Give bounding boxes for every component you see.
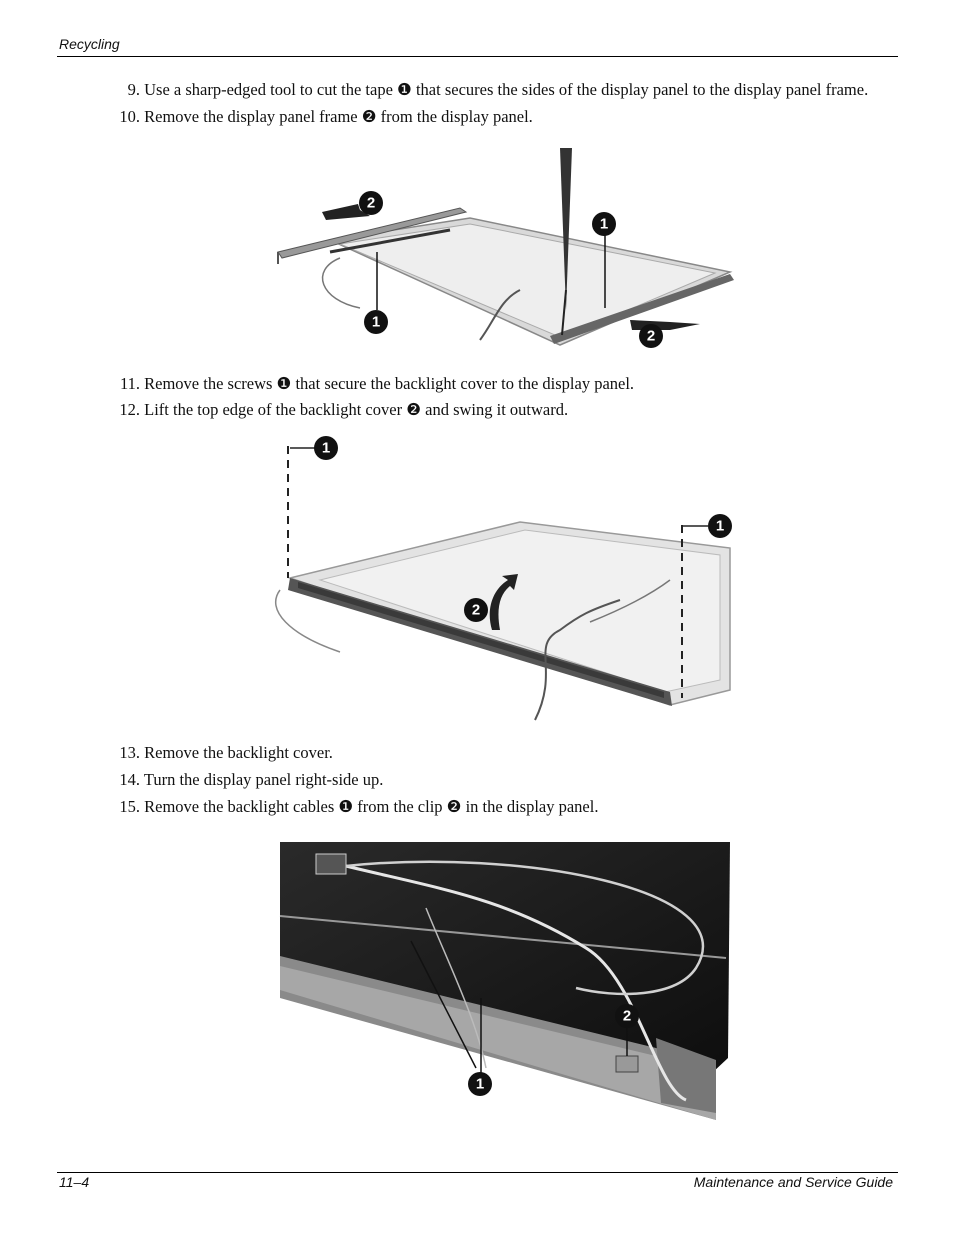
- figure-backlight-cables: 1 2: [276, 838, 736, 1120]
- callout-1-icon: 1: [468, 1072, 492, 1096]
- svg-text:1: 1: [476, 1076, 484, 1093]
- figure-backlight-cover: 1 1 2: [274, 436, 732, 721]
- svg-text:2: 2: [647, 328, 655, 345]
- svg-text:2: 2: [472, 602, 480, 619]
- step-number: 10.: [119, 107, 140, 126]
- page-number: 11–4: [59, 1174, 90, 1190]
- callout-1-icon: 1: [314, 436, 338, 460]
- step-number: 12.: [119, 400, 140, 419]
- callout-2-icon: 2: [464, 598, 488, 622]
- callout-2-icon: 2: [359, 191, 383, 215]
- step-12: 12. Lift the top edge of the backlight c…: [112, 400, 902, 420]
- svg-text:2: 2: [367, 195, 375, 212]
- guide-title: Maintenance and Service Guide: [693, 1174, 893, 1190]
- callout-2-icon: 2: [615, 1004, 639, 1028]
- step-15: 15. Remove the backlight cables ❶ from t…: [112, 797, 902, 817]
- step-number: 13.: [119, 743, 140, 762]
- step-13: 13. Remove the backlight cover.: [112, 743, 902, 763]
- footer-rule: [57, 1172, 898, 1173]
- svg-text:1: 1: [322, 440, 330, 457]
- step-text: Remove the backlight cover.: [144, 743, 333, 762]
- step-9: 9. Use a sharp-edged tool to cut the tap…: [112, 80, 902, 100]
- header-rule: [57, 56, 898, 57]
- step-number: 14.: [119, 770, 140, 789]
- step-text: Remove the backlight cables ❶ from the c…: [144, 797, 599, 816]
- step-number: 15.: [119, 797, 140, 816]
- step-text: Turn the display panel right-side up.: [143, 770, 384, 789]
- step-14: 14. Turn the display panel right-side up…: [112, 770, 902, 790]
- callout-2-icon: 2: [639, 324, 663, 348]
- step-10: 10. Remove the display panel frame ❷ fro…: [112, 107, 902, 127]
- callout-1-icon: 1: [592, 212, 616, 236]
- step-text: Remove the screws ❶ that secure the back…: [144, 374, 635, 393]
- step-number: 9.: [127, 80, 140, 99]
- callout-1-icon: 1: [364, 310, 388, 334]
- svg-text:1: 1: [600, 216, 608, 233]
- svg-text:1: 1: [372, 314, 380, 331]
- page-header-title: Recycling: [59, 36, 120, 52]
- step-text: Lift the top edge of the backlight cover…: [144, 400, 569, 419]
- svg-text:2: 2: [623, 1008, 631, 1025]
- svg-text:1: 1: [716, 518, 724, 535]
- step-11: 11. Remove the screws ❶ that secure the …: [112, 374, 902, 394]
- step-number: 11.: [119, 374, 140, 393]
- callout-1-icon: 1: [708, 514, 732, 538]
- step-text: Use a sharp-edged tool to cut the tape ❶…: [144, 80, 869, 99]
- figure-display-panel-frame: 1 1 2 2: [277, 148, 734, 348]
- step-text: Remove the display panel frame ❷ from th…: [144, 107, 533, 126]
